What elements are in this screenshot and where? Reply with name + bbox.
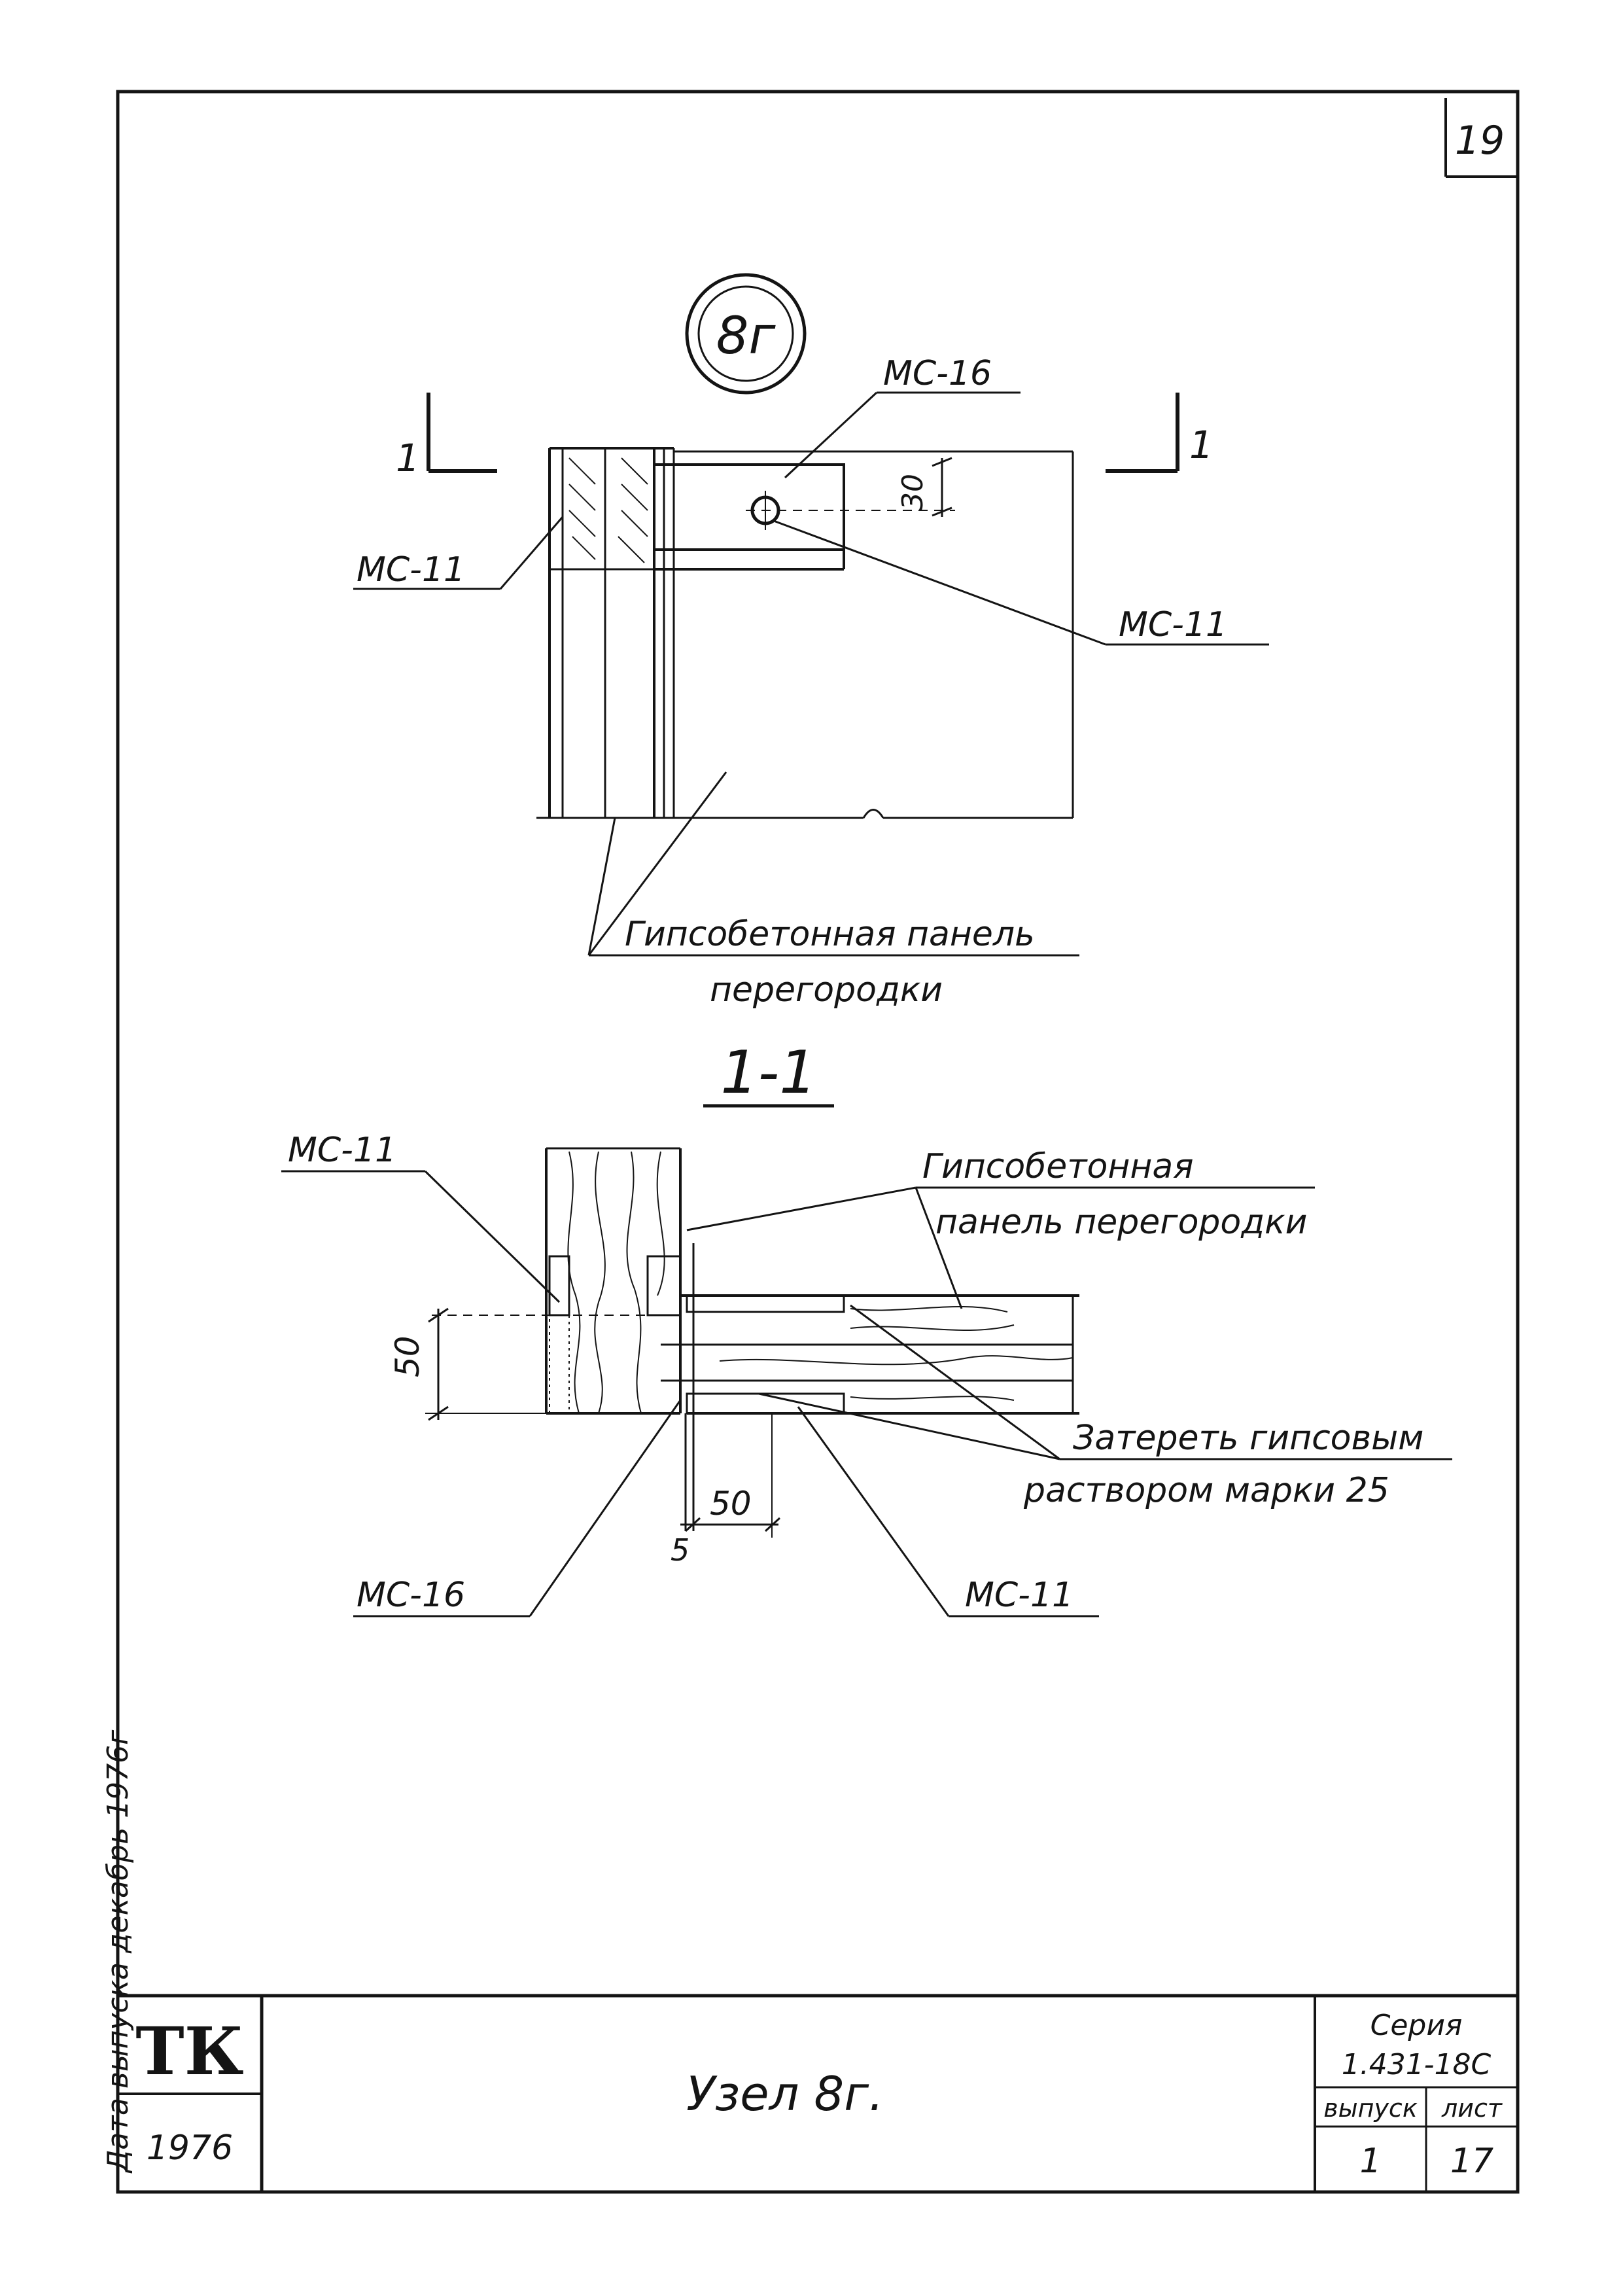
panel-label-section-line1: Гипсобетонная bbox=[922, 1147, 1193, 1186]
title-block: ТК 1976 Узел 8г. Серия 1.431-18С выпуск … bbox=[118, 1994, 1518, 2192]
section-mark-left-label: 1 bbox=[396, 436, 420, 480]
series-value: 1.431-18С bbox=[1342, 2048, 1492, 2081]
section-mark-right-label: 1 bbox=[1189, 423, 1213, 467]
dimension-5-label: 5 bbox=[671, 1532, 689, 1568]
leader-mc16-plan: МС-16 bbox=[784, 354, 1021, 479]
label-mc16-section: МС-16 bbox=[357, 1576, 465, 1615]
dimension-50-vertical: 50 bbox=[389, 1307, 680, 1421]
dimension-50-horizontal: 50 5 bbox=[671, 1413, 781, 1568]
label-mc11-top-section: МС-11 bbox=[288, 1131, 396, 1170]
panel-label-plan-line1: Гипсобетонная панель bbox=[625, 915, 1035, 954]
dimension-30-label: 30 bbox=[896, 474, 930, 510]
partition-panel-section bbox=[545, 1147, 695, 1531]
side-stamp: Дата выпуска декабрь 1976г bbox=[101, 1729, 135, 2174]
section-marker-left: 1 bbox=[396, 393, 497, 480]
series-label: Серия bbox=[1370, 2009, 1463, 2042]
sheet-number-box: 19 bbox=[1444, 98, 1518, 178]
drawing-title: Узел 8г. bbox=[686, 2066, 884, 2121]
adjoining-panel-plan bbox=[536, 450, 1074, 819]
org-year: 1976 bbox=[147, 2128, 233, 2168]
dimension-50-vertical-label: 50 bbox=[389, 1335, 427, 1377]
leader-mc11-left-plan: МС-11 bbox=[353, 516, 564, 590]
org-code: ТК bbox=[135, 2013, 243, 2090]
leader-mc11-bottom-section: МС-11 bbox=[797, 1406, 1099, 1617]
label-mc16-plan: МС-16 bbox=[883, 354, 992, 393]
node-mark-circle: 8г bbox=[685, 273, 807, 395]
label-mc11-left-plan: МС-11 bbox=[357, 550, 465, 590]
leader-panel-plan: Гипсобетонная панель перегородки bbox=[587, 771, 1079, 1010]
node-mark: 8г bbox=[716, 307, 777, 366]
sheet-label: лист bbox=[1441, 2094, 1503, 2123]
note-line1: Затереть гипсовым bbox=[1073, 1419, 1423, 1458]
issue-label: выпуск bbox=[1323, 2094, 1418, 2123]
section-title-label: 1-1 bbox=[721, 1038, 817, 1107]
dimension-50-horizontal-label: 50 bbox=[710, 1485, 752, 1523]
plate-mc16-plan bbox=[653, 463, 955, 571]
label-mc11-bottom-section: МС-11 bbox=[965, 1576, 1073, 1615]
issue-value: 1 bbox=[1359, 2142, 1381, 2181]
sheet-number: 19 bbox=[1455, 118, 1505, 164]
panel-label-section-line2: панель перегородки bbox=[935, 1203, 1307, 1242]
section-title: 1-1 bbox=[703, 1038, 834, 1108]
adjoining-panel-section bbox=[661, 1294, 1079, 1415]
panel-label-plan-line2: перегородки bbox=[710, 970, 943, 1010]
section-marker-right: 1 bbox=[1106, 393, 1213, 473]
leader-panel-section: Гипсобетонная панель перегородки bbox=[686, 1147, 1315, 1309]
leader-mc11-top-section: МС-11 bbox=[281, 1131, 561, 1303]
sheet-value: 17 bbox=[1450, 2142, 1493, 2181]
leader-mc16-section: МС-16 bbox=[353, 1400, 682, 1617]
sheet-frame bbox=[116, 90, 1520, 2194]
leader-note-section: Затереть гипсовым раствором марки 25 bbox=[758, 1304, 1452, 1510]
leader-mc11-right-plan: МС-11 bbox=[771, 519, 1269, 646]
label-mc11-right-plan: МС-11 bbox=[1119, 605, 1227, 645]
note-line2: раствором марки 25 bbox=[1023, 1471, 1389, 1510]
dimension-30: 30 bbox=[896, 457, 952, 517]
